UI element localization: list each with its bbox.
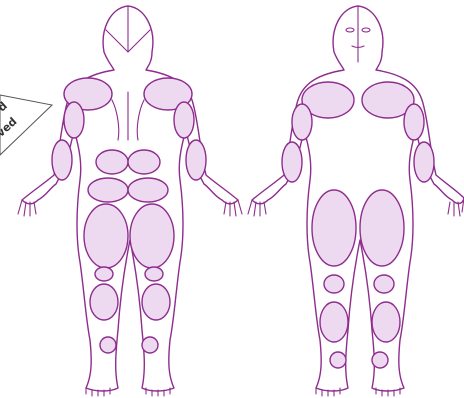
front-right-ankle-region[interactable] — [372, 352, 388, 368]
back-right-upper-arm-region[interactable] — [174, 102, 194, 138]
front-right-hand-fingers — [448, 198, 464, 216]
front-right-upper-arm-region[interactable] — [404, 104, 424, 140]
front-left-thigh-region[interactable] — [312, 190, 356, 266]
back-left-buttock-region[interactable] — [88, 178, 128, 202]
back-left-knee-region[interactable] — [95, 267, 113, 281]
front-right-knee-region[interactable] — [374, 275, 394, 293]
back-left-scapula-line — [112, 100, 119, 140]
front-right-foot-toes — [376, 388, 400, 396]
back-left-hand-fingers — [18, 200, 36, 216]
back-right-hand-fingers — [224, 200, 242, 216]
back-left-upper-arm-region[interactable] — [64, 102, 84, 138]
back-right-foot-toes — [146, 388, 170, 396]
back-right-ankle-region[interactable] — [142, 337, 158, 353]
front-right-shin-region[interactable] — [372, 302, 400, 342]
back-left-forearm-region[interactable] — [52, 140, 72, 180]
front-right-eye — [362, 28, 370, 32]
back-body-outline — [22, 6, 238, 391]
back-right-lower-back-region[interactable] — [128, 150, 160, 174]
front-left-knee-region[interactable] — [324, 275, 344, 293]
back-right-forearm-region[interactable] — [186, 140, 206, 180]
front-view — [248, 6, 464, 396]
corner-tag: d lved — [0, 95, 52, 155]
back-right-knee-region[interactable] — [145, 267, 163, 281]
front-right-forearm-region[interactable] — [414, 142, 434, 182]
back-left-ankle-region[interactable] — [100, 337, 116, 353]
front-left-shin-region[interactable] — [320, 302, 348, 342]
back-left-calf-region[interactable] — [90, 284, 118, 320]
front-right-thigh-region[interactable] — [360, 190, 404, 266]
back-right-calf-region[interactable] — [142, 284, 170, 320]
front-left-eye — [346, 28, 354, 32]
back-left-thigh-region[interactable] — [84, 204, 128, 268]
back-view — [18, 6, 242, 396]
back-right-scapula-line — [137, 100, 144, 140]
front-left-ankle-region[interactable] — [330, 352, 346, 368]
back-left-lower-back-region[interactable] — [96, 150, 128, 174]
front-left-hand-fingers — [248, 200, 266, 216]
front-left-forearm-region[interactable] — [282, 142, 302, 182]
front-body-outline — [252, 6, 464, 391]
back-right-thigh-region[interactable] — [130, 204, 174, 268]
back-right-buttock-region[interactable] — [128, 178, 168, 202]
front-left-upper-arm-region[interactable] — [292, 104, 312, 140]
